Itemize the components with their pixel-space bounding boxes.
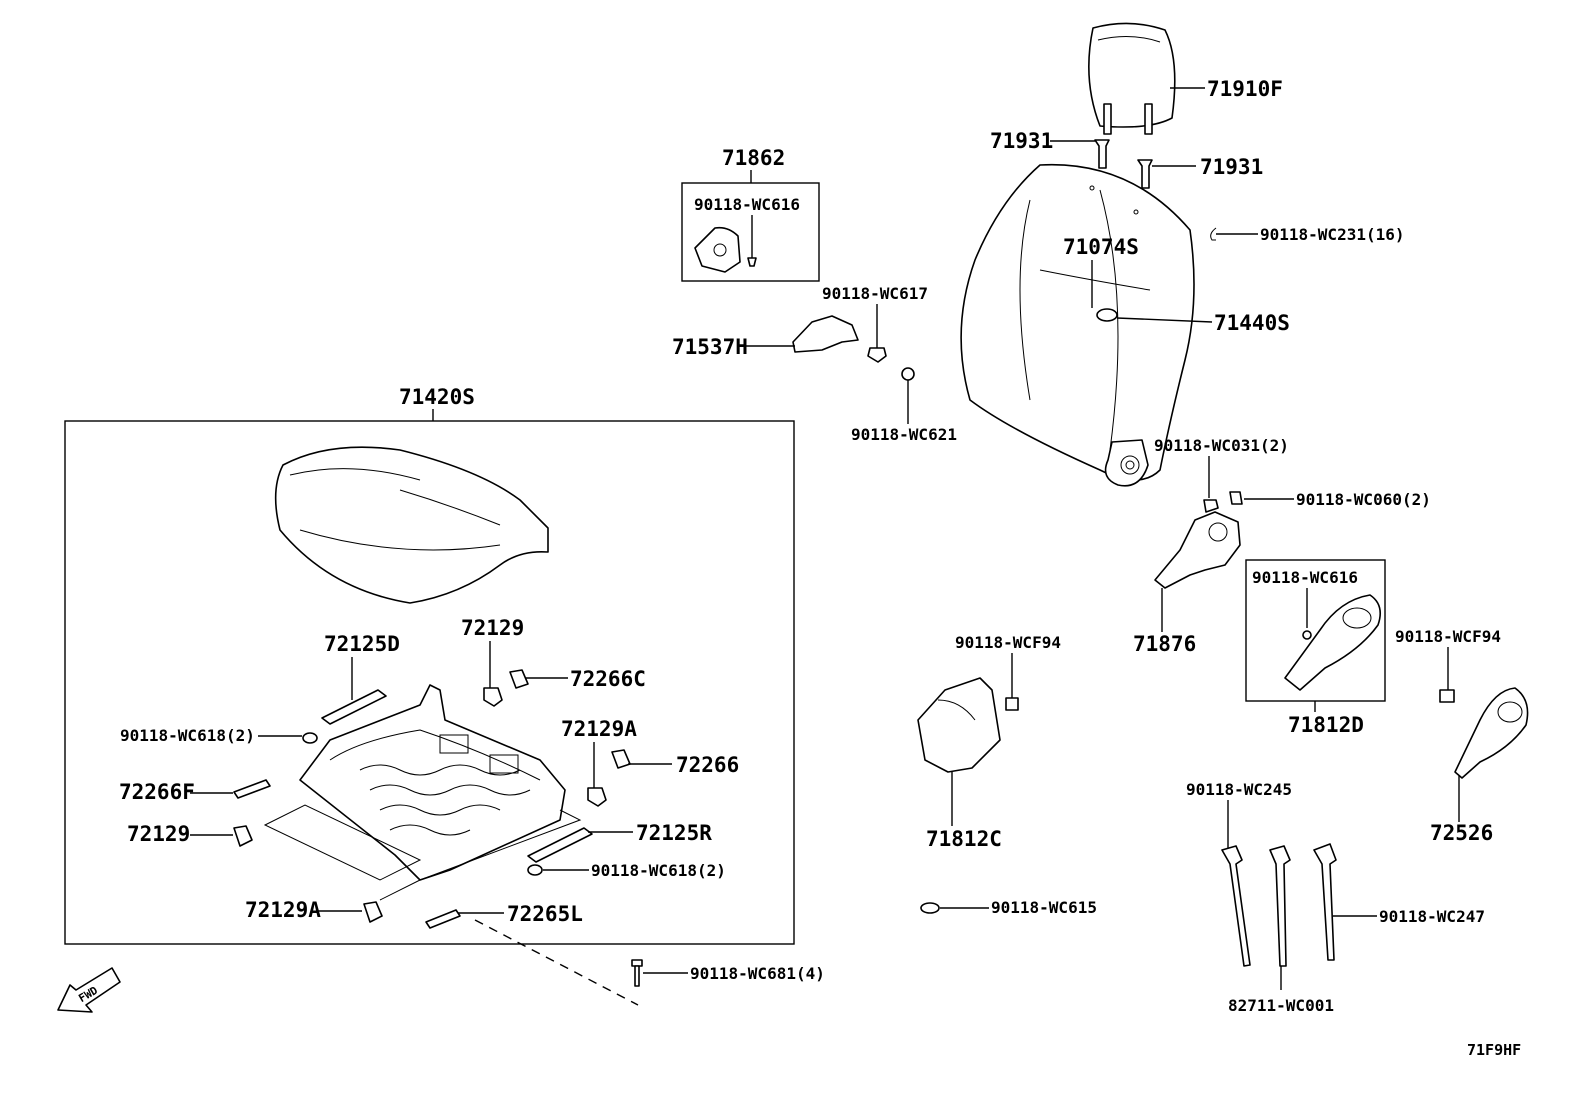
cushion-pad-part[interactable] bbox=[274, 446, 549, 604]
label-72526: 72526 bbox=[1430, 821, 1493, 845]
label-90118-wc615: 90118-WC615 bbox=[991, 898, 1097, 917]
label-71876: 71876 bbox=[1133, 632, 1196, 656]
label-90118-wcf94-right: 90118-WCF94 bbox=[1395, 627, 1501, 646]
headrest-guide-right-part[interactable] bbox=[1137, 159, 1153, 189]
stop-72129-left-part[interactable] bbox=[233, 825, 253, 847]
rail-cover-72125r-part[interactable] bbox=[527, 827, 593, 863]
seat-back-part[interactable] bbox=[960, 163, 1195, 487]
label-71910f: 71910F bbox=[1207, 77, 1283, 101]
label-72129a-bottom: 72129A bbox=[245, 898, 321, 922]
screw-wc060-part[interactable] bbox=[1229, 491, 1243, 505]
label-72129-left: 72129 bbox=[127, 822, 190, 846]
label-72125d: 72125D bbox=[324, 632, 400, 656]
label-72129-top: 72129 bbox=[461, 616, 524, 640]
label-72125r: 72125R bbox=[636, 821, 712, 845]
label-71862: 71862 bbox=[722, 146, 785, 170]
label-90118-wc681: 90118-WC681(4) bbox=[690, 964, 825, 983]
shield-part[interactable] bbox=[694, 226, 757, 273]
nut-wc617-part[interactable] bbox=[867, 347, 887, 363]
hog-ring-part[interactable] bbox=[1210, 227, 1217, 241]
label-90118-wc616-shield: 90118-WC616 bbox=[694, 195, 800, 214]
bracket-71537h-part[interactable] bbox=[792, 315, 859, 353]
clip-wc615-part[interactable] bbox=[920, 902, 940, 914]
label-82711-wc001: 82711-WC001 bbox=[1228, 996, 1334, 1015]
label-71074s: 71074S bbox=[1063, 235, 1139, 259]
stop-72129-top-part[interactable] bbox=[483, 687, 503, 707]
clip-72266f-part[interactable] bbox=[233, 779, 271, 799]
headrest-part[interactable] bbox=[1088, 22, 1176, 135]
side-cover-71812c-part[interactable] bbox=[917, 677, 1001, 773]
seat-frame-part[interactable] bbox=[263, 684, 582, 901]
label-90118-wc617: 90118-WC617 bbox=[822, 284, 928, 303]
label-90118-wc231: 90118-WC231(16) bbox=[1260, 225, 1405, 244]
label-72266c: 72266C bbox=[570, 667, 646, 691]
clip-72266-part[interactable] bbox=[611, 749, 631, 769]
label-90118-wc247: 90118-WC247 bbox=[1379, 907, 1485, 926]
cushion-box bbox=[64, 420, 795, 945]
label-72265l: 72265L bbox=[507, 902, 583, 926]
stop-72129a-part[interactable] bbox=[587, 787, 607, 807]
label-71931-right: 71931 bbox=[1200, 155, 1263, 179]
label-71440s: 71440S bbox=[1214, 311, 1290, 335]
stop-72129a-bottom-part[interactable] bbox=[363, 901, 383, 923]
screw-wcf94-right-part[interactable] bbox=[1439, 689, 1455, 703]
label-72266f: 72266F bbox=[119, 780, 195, 804]
label-72266: 72266 bbox=[676, 753, 739, 777]
screw-wcf94-left-part[interactable] bbox=[1005, 697, 1019, 711]
label-90118-wc621: 90118-WC621 bbox=[851, 425, 957, 444]
tie-wc245-part[interactable] bbox=[1221, 845, 1251, 967]
clip-72266c-part[interactable] bbox=[509, 669, 529, 689]
screw-wc618-left-part[interactable] bbox=[302, 732, 318, 744]
lever-72526-part[interactable] bbox=[1454, 687, 1529, 779]
label-90118-wc618-right: 90118-WC618(2) bbox=[591, 861, 726, 880]
rail-cover-72125d-part[interactable] bbox=[321, 689, 387, 725]
bolt-wc031-part[interactable] bbox=[1203, 499, 1219, 513]
label-71812c: 71812C bbox=[926, 827, 1002, 851]
label-72129a: 72129A bbox=[561, 717, 637, 741]
label-71931-left: 71931 bbox=[990, 129, 1053, 153]
tie-wc247-part[interactable] bbox=[1313, 843, 1337, 961]
bolt-wc681-part[interactable] bbox=[631, 959, 643, 987]
screw-wc618-right-part[interactable] bbox=[527, 864, 543, 876]
label-90118-wc618-left: 90118-WC618(2) bbox=[120, 726, 255, 745]
diagram-code: 71F9HF bbox=[1467, 1041, 1521, 1059]
label-90118-wc060: 90118-WC060(2) bbox=[1296, 490, 1431, 509]
label-71537h: 71537H bbox=[672, 335, 748, 359]
tie-wc001-part[interactable] bbox=[1269, 845, 1291, 967]
label-90118-wc616-box: 90118-WC616 bbox=[1252, 568, 1358, 587]
label-90118-wc245: 90118-WC245 bbox=[1186, 780, 1292, 799]
headrest-guide-left-part[interactable] bbox=[1094, 139, 1110, 169]
label-71420s: 71420S bbox=[399, 385, 475, 409]
fwd-arrow-icon: FWD bbox=[57, 967, 121, 1013]
recliner-cover-71876-part[interactable] bbox=[1154, 511, 1241, 589]
cover-72265l-part[interactable] bbox=[425, 909, 461, 929]
shield-box bbox=[681, 182, 820, 282]
label-90118-wc031: 90118-WC031(2) bbox=[1154, 436, 1289, 455]
lever-cover-71812d-part[interactable] bbox=[1284, 594, 1381, 691]
label-90118-wcf94-left: 90118-WCF94 bbox=[955, 633, 1061, 652]
nut-wc621-part[interactable] bbox=[901, 367, 915, 381]
label-71812d: 71812D bbox=[1288, 713, 1364, 737]
